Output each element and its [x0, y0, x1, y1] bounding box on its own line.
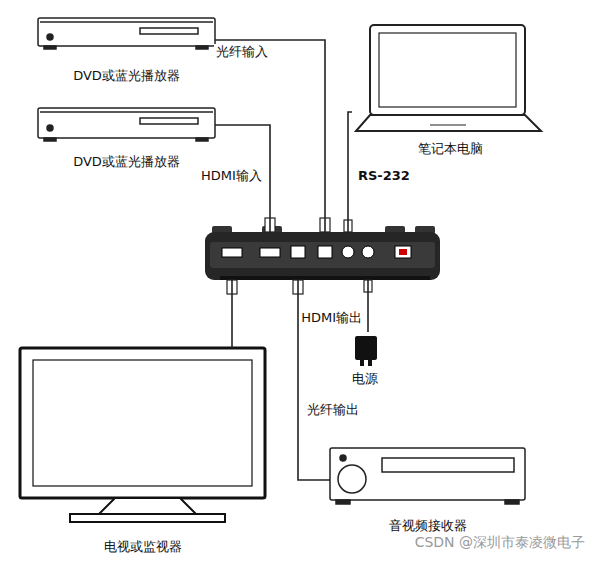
device-caption: 音视频接收器 — [389, 518, 467, 534]
cable-label: 光纤输出 — [305, 402, 361, 418]
tv-monitor — [20, 348, 265, 522]
switcher-device — [205, 226, 440, 280]
device-caption: 电源 — [352, 371, 378, 387]
cable-label: 光纤输入 — [214, 44, 270, 60]
dvd-player — [38, 18, 215, 49]
player-box: DVD或蓝光播放器 — [38, 18, 215, 84]
laptop — [356, 25, 541, 131]
cable-line — [215, 40, 325, 232]
dvd-player — [38, 108, 215, 141]
laptop-box: 笔记本电脑 — [352, 25, 548, 157]
cable-line — [348, 112, 352, 232]
power-adapter — [355, 336, 377, 366]
monitor-box: 电视或监视器 — [20, 348, 265, 555]
cable-label: HDMI输入 — [199, 168, 264, 184]
cable-label: RS-232 — [356, 168, 412, 184]
power-box: 电源 — [345, 332, 385, 387]
switcher-box — [205, 232, 440, 280]
device-caption: 电视或监视器 — [104, 539, 182, 555]
av-receiver — [330, 448, 525, 504]
device-caption: 笔记本电脑 — [418, 141, 483, 157]
cable-label: HDMI输出 — [299, 310, 364, 326]
watermark: CSDN @深圳市泰凌微电子 — [415, 534, 585, 552]
device-caption: DVD或蓝光播放器 — [73, 68, 180, 84]
cable-line — [367, 280, 369, 332]
receiver-box: 音视频接收器 — [330, 448, 525, 534]
device-caption: DVD或蓝光播放器 — [73, 154, 180, 170]
player-box: DVD或蓝光播放器 — [38, 108, 215, 170]
cable-plugs — [227, 218, 372, 294]
cable-line — [231, 280, 233, 348]
